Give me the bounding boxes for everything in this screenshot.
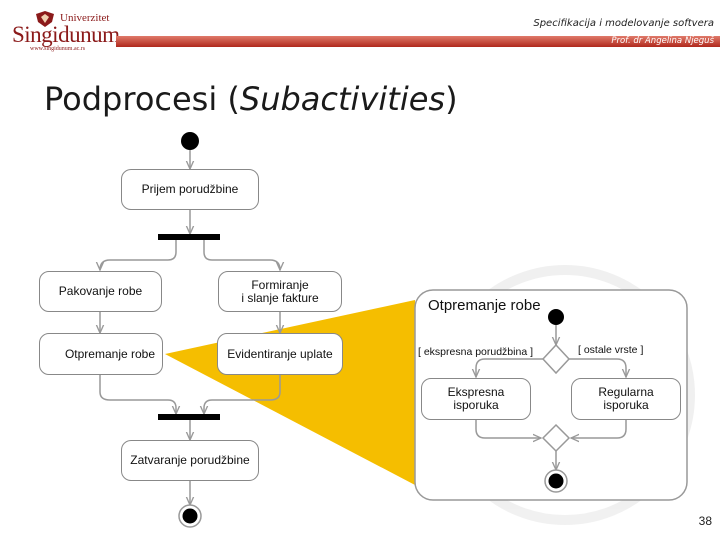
sub-edge-regular-merge [571, 420, 627, 438]
header-bar [116, 36, 720, 47]
express-line2: isporuka [453, 398, 499, 412]
sub-edge-express-merge [475, 420, 541, 438]
subactivity-title: Otpremanje robe [428, 297, 541, 314]
action-record-payment: Evidentiranje uplate [217, 333, 343, 375]
subactivity-frame [414, 289, 688, 501]
final-node-dot [182, 508, 198, 524]
action-receive-order: Prijem porudžbine [121, 169, 259, 210]
slide-title-italic: Subactivities [239, 80, 446, 118]
guard-express: [ ekspresna porudžbina ] [418, 346, 533, 358]
fork-bar [158, 234, 220, 240]
invoice-line2: i slanje fakture [241, 290, 319, 305]
slide-title-plain: Podprocesi ( [44, 80, 240, 118]
edge-ship-join [99, 375, 176, 414]
regular-line2: isporuka [603, 398, 649, 412]
action-regular-delivery: Regularna isporuka [571, 378, 681, 420]
guard-other: [ ostale vrste ] [578, 344, 644, 356]
sub-final-dot [548, 473, 564, 489]
join-bar [158, 414, 220, 420]
action-package-goods: Pakovanje robe [39, 271, 162, 312]
decision-diamond [541, 343, 571, 375]
invoice-line1: Formiranje [251, 277, 309, 292]
page-number: 38 [698, 514, 712, 528]
logo-main-text: Singidunum [12, 22, 120, 47]
logo-url-text: www.singidunum.ac.rs [30, 46, 86, 52]
action-close-order: Zatvaranje porudžbine [121, 440, 259, 481]
action-invoice: Formiranje i slanje fakture [218, 271, 342, 312]
shield-emblem-icon [36, 11, 54, 27]
logo-top-text: Univerzitet [60, 12, 110, 24]
sub-edge-express [476, 358, 543, 377]
course-title: Specifikacija i modelovanje softvera [533, 18, 714, 29]
regular-line1: Regularna [598, 385, 654, 399]
express-line1: Ekspresna [447, 385, 505, 399]
slide-title-end: ) [445, 80, 458, 118]
edge-payment-join [204, 375, 281, 414]
university-logo: Univerzitet Singidunum www.singidunum.ac… [8, 10, 120, 54]
author-name: Prof. dr Angelina Njeguš [611, 36, 714, 46]
initial-node [181, 132, 199, 150]
sub-initial-node [548, 309, 564, 325]
sub-edge-regular [569, 358, 626, 377]
slide-title: Podprocesi (Subactivities) [44, 80, 458, 118]
edge-fork-package [100, 240, 177, 270]
action-express-delivery: Ekspresna isporuka [421, 378, 531, 420]
action-ship-goods: Otpremanje robe [39, 333, 163, 375]
edge-fork-invoice [203, 240, 280, 270]
